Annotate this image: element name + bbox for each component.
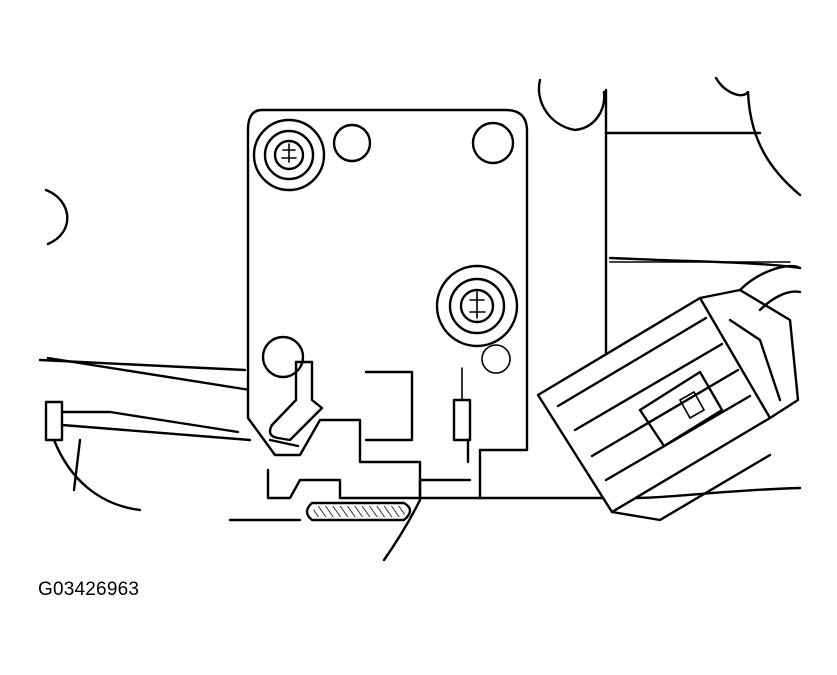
electrical-connector-icon — [536, 264, 802, 522]
housing-outline — [38, 76, 802, 522]
upper-screw-icon — [252, 118, 326, 192]
lower-screw-icon — [435, 264, 519, 348]
lever-arm — [268, 360, 472, 464]
shaft-section — [266, 468, 472, 562]
mounting-holes — [261, 121, 515, 379]
figure-code: G03426963 — [38, 579, 140, 600]
